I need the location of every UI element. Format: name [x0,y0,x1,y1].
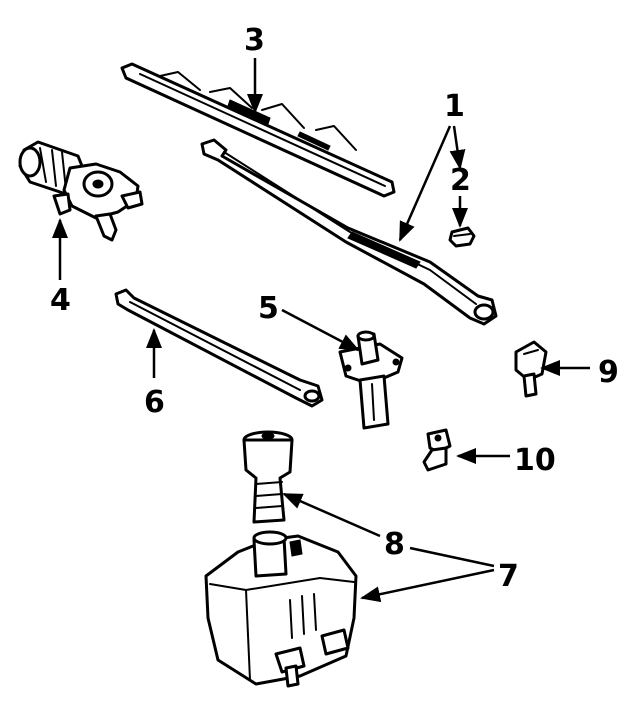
washer-reservoir [204,530,358,688]
washer-nozzle [514,340,548,398]
washer-pump [242,430,294,524]
leader-7 [360,568,495,603]
wiper-motor [18,140,144,242]
wiper-arm [200,138,498,326]
callout-7: 7 [498,559,519,594]
callout-9: 9 [598,355,619,390]
leader-8-to-7 [409,546,495,568]
wiper-pivot [338,330,404,430]
callout-10: 10 [514,443,556,478]
leader-8-to-pump [282,492,381,538]
leader-lines [52,58,590,603]
callout-1: 1 [444,89,465,124]
callout-8: 8 [384,527,405,562]
callout-3: 3 [244,23,265,58]
leader-5 [281,308,360,352]
arm-cap-nut [448,226,476,248]
washer-check-valve [422,428,452,472]
linkage-rod [114,288,324,408]
callout-6: 6 [144,385,165,420]
leader-1-to-nut [449,125,466,170]
callout-2: 2 [450,163,471,198]
callout-labels: 3 1 2 4 5 6 9 10 8 7 [50,23,619,594]
callout-5: 5 [258,291,279,326]
leader-1-to-blade [398,125,452,242]
callout-4: 4 [50,283,71,318]
